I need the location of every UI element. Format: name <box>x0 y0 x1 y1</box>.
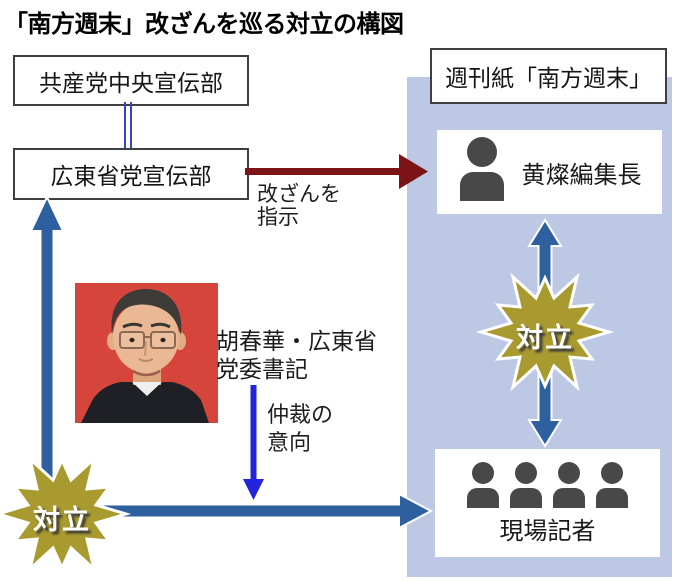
hierarchy-link-lines <box>124 102 132 148</box>
person-icon <box>467 462 499 508</box>
hu-chunhua-photo <box>75 283 218 423</box>
mediate-arrow-label-line2: 意向 <box>267 431 312 456</box>
instruct-arrow-label: 改ざんを 指示 <box>257 183 341 229</box>
node-editor-label: 黄燦編集長 <box>521 160 642 189</box>
person-icon <box>510 462 542 508</box>
photo-caption-line2: 党委書記 <box>216 357 308 383</box>
conflict-badge-left: 対立 <box>33 505 91 536</box>
person-icon <box>458 137 506 207</box>
conflict-badge-right: 対立 <box>516 323 574 354</box>
node-reporters-label: 現場記者 <box>499 517 596 545</box>
photo-caption: 胡春華・広東省 党委書記 <box>216 328 377 384</box>
node-editor: 黄燦編集長 <box>437 130 662 214</box>
node-guangdong-propaganda-label: 広東省党宣伝部 <box>50 164 212 190</box>
mediate-arrow-label-line1: 仲裁の <box>267 403 334 428</box>
people-icon-group <box>466 462 629 508</box>
panel-header-weekly-paper-label: 週刊紙「南方週末」 <box>445 66 652 92</box>
instruct-arrow-label-line2: 指示 <box>257 205 299 229</box>
person-icon <box>596 462 628 508</box>
instruct-arrow-label-line1: 改ざんを <box>257 182 341 206</box>
node-guangdong-propaganda: 広東省党宣伝部 <box>13 148 249 200</box>
photo-caption-line1: 胡春華・広東省 <box>216 329 377 355</box>
node-central-propaganda: 共産党中央宣伝部 <box>13 55 249 106</box>
mediate-arrow-head <box>243 479 264 500</box>
portrait-illustration <box>75 283 218 423</box>
person-icon <box>553 462 585 508</box>
mediate-arrow-label: 仲裁の 意向 <box>267 402 333 458</box>
node-reporters: 現場記者 <box>435 449 660 557</box>
node-central-propaganda-label: 共産党中央宣伝部 <box>39 70 223 97</box>
panel-header-weekly-paper: 週刊紙「南方週末」 <box>430 48 667 104</box>
page-title: 「南方週末」改ざんを巡る対立の構図 <box>4 10 404 38</box>
